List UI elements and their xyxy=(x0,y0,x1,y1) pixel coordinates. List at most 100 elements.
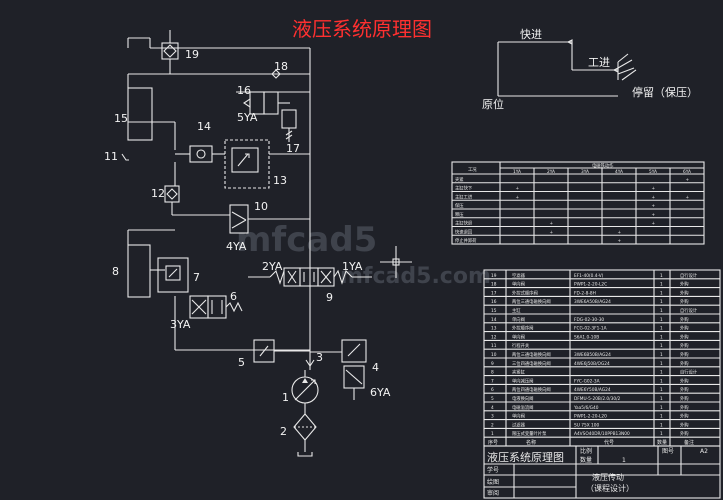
action-table-col-4ya: 4YA xyxy=(615,169,623,175)
parts-row-note: 外购 xyxy=(680,333,689,340)
action-table-row-name: 夹紧 xyxy=(455,176,464,183)
parts-row-name: 单向阀 xyxy=(512,316,525,323)
parts-row-code: EF1-40(0.4-V) xyxy=(574,273,604,279)
parts-row-qty: 1 xyxy=(660,334,663,340)
action-table-row-name: 保压 xyxy=(455,202,464,209)
action-table-border xyxy=(451,161,705,245)
parts-row-code: Yaa5/6/G40 xyxy=(573,405,599,411)
action-table-row-name: 主缸快退 xyxy=(455,220,473,227)
action-table-mark: + xyxy=(652,203,656,209)
action-table-mark: + xyxy=(550,229,554,235)
parts-row-code: DFMU-5-20B/2.0/30/2 xyxy=(574,396,621,402)
label-3: 3 xyxy=(316,351,323,364)
parts-row-qty: 1 xyxy=(660,387,663,393)
solenoid-1ya: 1YA xyxy=(342,260,363,273)
parts-row-note: 外购 xyxy=(680,421,689,428)
parts-row-note: 外购 xyxy=(680,342,689,349)
action-table-mark: + xyxy=(686,177,690,183)
parts-row-no: 9 xyxy=(491,361,494,367)
solenoid-labels: 5YA 4YA 2YA 1YA 3YA 6YA xyxy=(170,111,391,399)
action-table-row-name: 释压 xyxy=(455,211,464,218)
parts-row-note: 外购 xyxy=(680,351,689,358)
action-table-col-5ya: 5YA xyxy=(649,169,657,175)
action-table-row-name: 停止并卸荷 xyxy=(455,237,477,244)
action-table-mark: + xyxy=(652,186,656,192)
action-table-col-2ya: 2YA xyxy=(547,169,555,175)
parts-row-name: 单向阀 xyxy=(512,281,525,288)
parts-row-qty: 1 xyxy=(660,370,663,376)
label-19: 19 xyxy=(185,48,199,61)
parts-header-note: 备注 xyxy=(684,439,694,446)
parts-row-code: FDG-02-30-30 xyxy=(574,317,604,323)
title-block-course: 液压传动 xyxy=(592,472,624,482)
action-table-mark: + xyxy=(618,229,622,235)
parts-header-no: 序号 xyxy=(488,439,498,446)
action-table-col-1ya: 1YA xyxy=(513,169,521,175)
cycle-fast-in: 快进 xyxy=(520,28,542,41)
cycle-dwell: 停留（保压） xyxy=(632,85,698,99)
parts-row-name: 两位四通电磁换向阀 xyxy=(512,386,551,393)
solenoid-6ya: 6YA xyxy=(370,386,391,399)
parts-row-name: 夹紧缸 xyxy=(512,369,526,376)
parts-row-name: 空滤器 xyxy=(512,272,526,279)
solenoid-5ya: 5YA xyxy=(237,111,258,124)
parts-row-name: 电液换向阀 xyxy=(512,395,533,402)
action-table-mark: + xyxy=(652,212,656,218)
label-11: 11 xyxy=(104,150,118,163)
parts-row-qty: 1 xyxy=(660,378,663,384)
label-4: 4 xyxy=(372,361,379,374)
parts-row-name: 外控顺序阀 xyxy=(512,325,533,332)
parts-header-name: 名称 xyxy=(526,439,536,446)
parts-row-no: 17 xyxy=(491,290,497,296)
title-block-sheet-label: 图号 xyxy=(662,448,674,455)
parts-row-code: PWP1-2-20-L20 xyxy=(574,414,607,420)
action-table-mark: + xyxy=(686,194,690,200)
action-table-col-3ya: 3YA xyxy=(581,169,589,175)
parts-row-note: 外购 xyxy=(680,281,689,288)
parts-row-code: 3WE6A50B/AG24 xyxy=(574,299,611,305)
parts-row-no: 5 xyxy=(491,396,494,402)
parts-row-qty: 1 xyxy=(660,414,663,420)
parts-row-no: 1 xyxy=(491,431,494,437)
parts-row-qty: 1 xyxy=(660,317,663,323)
parts-row-no: 15 xyxy=(491,308,497,314)
label-14: 14 xyxy=(197,120,211,133)
action-table-mark: + xyxy=(618,238,622,244)
action-table-row-name: 主缸工进 xyxy=(455,193,473,200)
cycle-home: 原位 xyxy=(482,97,504,111)
label-9: 9 xyxy=(326,291,333,304)
label-10: 10 xyxy=(254,200,268,213)
parts-row-name: 单向阀 xyxy=(512,333,525,340)
action-table-row-name: 快速退回 xyxy=(455,228,472,235)
parts-row-code: 4WE6Y50B/AG24 xyxy=(574,387,611,393)
parts-row-note: 外购 xyxy=(680,377,689,384)
parts-row-no: 3 xyxy=(491,414,494,420)
parts-row-note: 外购 xyxy=(680,360,689,367)
parts-row-code: S6A1.0-10B xyxy=(574,334,599,340)
parts-row-name: 两位三通电磁换向阀 xyxy=(512,351,551,358)
parts-row-no: 12 xyxy=(491,334,497,340)
parts-row-no: 7 xyxy=(491,378,494,384)
watermark: mfcad5 xyxy=(236,220,377,260)
title-block-sheet-value: A2 xyxy=(700,448,708,455)
solenoid-3ya: 3YA xyxy=(170,318,191,331)
main-cylinder-15-symbol xyxy=(127,87,153,141)
action-table-mark: + xyxy=(652,221,656,227)
parts-row-note: 自行设计 xyxy=(680,369,698,376)
parts-row-qty: 1 xyxy=(660,308,663,314)
label-13: 13 xyxy=(273,174,287,187)
action-table-title: 电磁铁动作 xyxy=(592,162,614,169)
parts-row-code: SU 75X 100 xyxy=(574,422,599,428)
cycle-work-in: 工进 xyxy=(588,56,610,69)
solenoid-2ya: 2YA xyxy=(262,260,283,273)
parts-row-note: 外购 xyxy=(680,289,689,296)
parts-row-name: 过滤器 xyxy=(512,421,526,428)
parts-row-name: 外控式顺序阀 xyxy=(512,289,538,296)
drawing-title: 液压系统原理图 xyxy=(292,17,432,41)
parts-row-note: 外购 xyxy=(680,395,689,402)
parts-row-qty: 1 xyxy=(660,405,663,411)
title-block-scale-label: 比例 xyxy=(580,447,592,455)
parts-row-qty: 1 xyxy=(660,282,663,288)
parts-row-code: FCG-02-3F1-1A xyxy=(574,326,607,332)
